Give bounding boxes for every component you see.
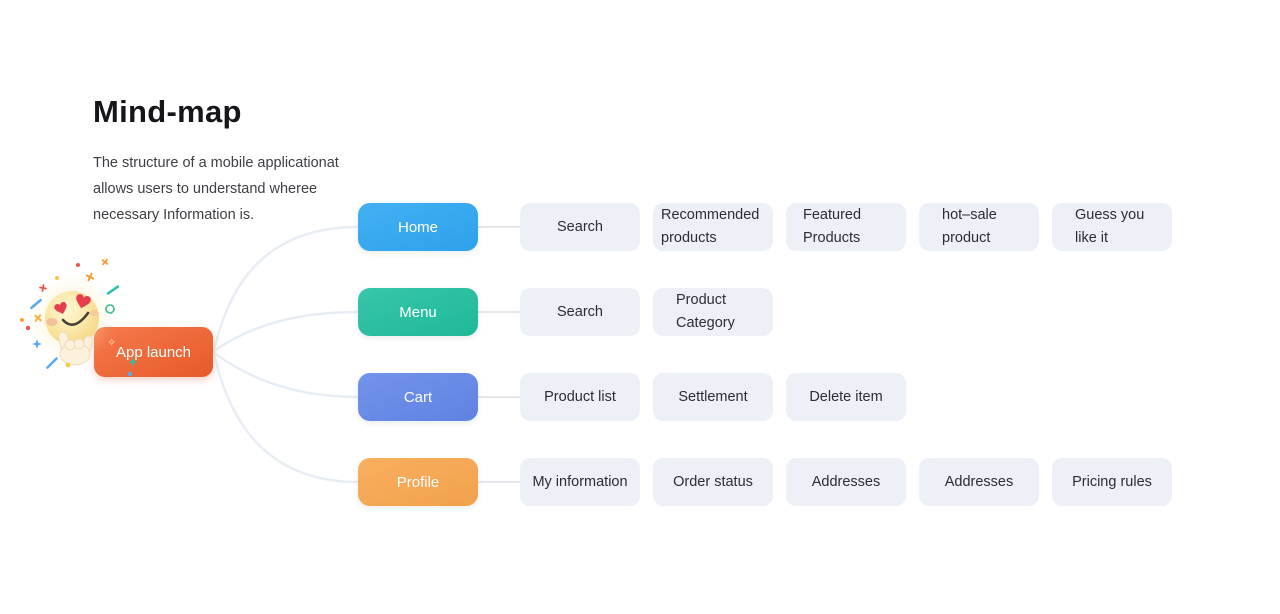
child-node-search[interactable]: Search	[520, 288, 640, 336]
blush	[89, 309, 99, 317]
child-node-settlement[interactable]: Settlement	[653, 373, 773, 421]
child-node-featured-products[interactable]: Featured Products	[786, 203, 906, 251]
child-node-addresses[interactable]: Addresses	[786, 458, 906, 506]
child-node-label: Featured Products	[803, 207, 862, 246]
smile	[61, 311, 90, 326]
branch-node-profile[interactable]: Profile	[358, 458, 478, 506]
child-node-label: Search	[557, 303, 603, 320]
child-node-label: Search	[557, 218, 603, 235]
branch-node-home[interactable]: Home	[358, 203, 478, 251]
child-node-addresses[interactable]: Addresses	[919, 458, 1039, 506]
child-node-label: Recommended products	[661, 207, 760, 246]
child-node-label: My information	[532, 473, 628, 490]
blush	[46, 318, 58, 326]
page-subtitle: The structure of a mobile applicationat …	[93, 150, 353, 228]
branch-node-cart[interactable]: Cart	[358, 373, 478, 421]
branch-node-menu[interactable]: Menu	[358, 288, 478, 336]
subtitle-line: necessary Information is.	[93, 207, 255, 223]
subtitle-line: The structure of a mobile applicationat	[93, 155, 339, 171]
child-node-hot-sale-product[interactable]: hot–sale product	[919, 203, 1039, 251]
connector-home-search	[478, 226, 520, 228]
branch-node-label: Cart	[403, 388, 433, 406]
curve-to-menu	[212, 310, 360, 353]
child-node-order-status[interactable]: Order status	[653, 458, 773, 506]
branch-node-label: Profile	[396, 473, 440, 491]
curve-to-home	[212, 225, 360, 352]
child-node-recommended-products[interactable]: Recommended products	[653, 203, 773, 251]
connector-profile-my-information	[478, 481, 520, 483]
child-node-label: Addresses	[944, 473, 1014, 490]
love-you-hand	[57, 331, 94, 366]
root-node-label: App launch	[115, 343, 192, 361]
child-node-my-information[interactable]: My information	[520, 458, 640, 506]
child-node-label: Guess you like it	[1075, 207, 1145, 246]
connector-cart-product-list	[478, 396, 520, 398]
page-title: Mind-map	[93, 94, 242, 129]
child-node-guess-you-like-it[interactable]: Guess you like it	[1052, 203, 1172, 251]
connector-menu-search	[478, 311, 520, 313]
heart-eye-icon	[76, 294, 91, 309]
child-node-product-list[interactable]: Product list	[520, 373, 640, 421]
child-node-search[interactable]: Search	[520, 203, 640, 251]
emoji-face	[45, 291, 99, 345]
subtitle-line: allows users to understand wheree	[93, 181, 318, 197]
child-node-label: Addresses	[811, 473, 881, 490]
root-node-app-launch[interactable]: ✧ App launch	[94, 327, 213, 377]
child-node-label: Pricing rules	[1072, 473, 1152, 490]
child-node-label: Product list	[544, 388, 616, 405]
child-node-product-category[interactable]: Product Category	[653, 288, 773, 336]
branch-node-label: Menu	[399, 303, 437, 321]
curve-to-cart	[212, 351, 360, 399]
child-node-label: Product Category	[676, 292, 735, 331]
child-node-label: hot–sale product	[942, 207, 997, 246]
sparkle-icon: ✧	[107, 337, 117, 349]
heart-eye-icon	[54, 302, 67, 314]
branch-node-label: Home	[397, 218, 438, 236]
child-node-pricing-rules[interactable]: Pricing rules	[1052, 458, 1172, 506]
child-node-label: Settlement	[678, 388, 748, 405]
curve-to-profile	[212, 352, 360, 484]
child-node-label: Order status	[673, 473, 753, 490]
child-node-label: Delete item	[809, 388, 883, 405]
child-node-delete-item[interactable]: Delete item	[786, 373, 906, 421]
